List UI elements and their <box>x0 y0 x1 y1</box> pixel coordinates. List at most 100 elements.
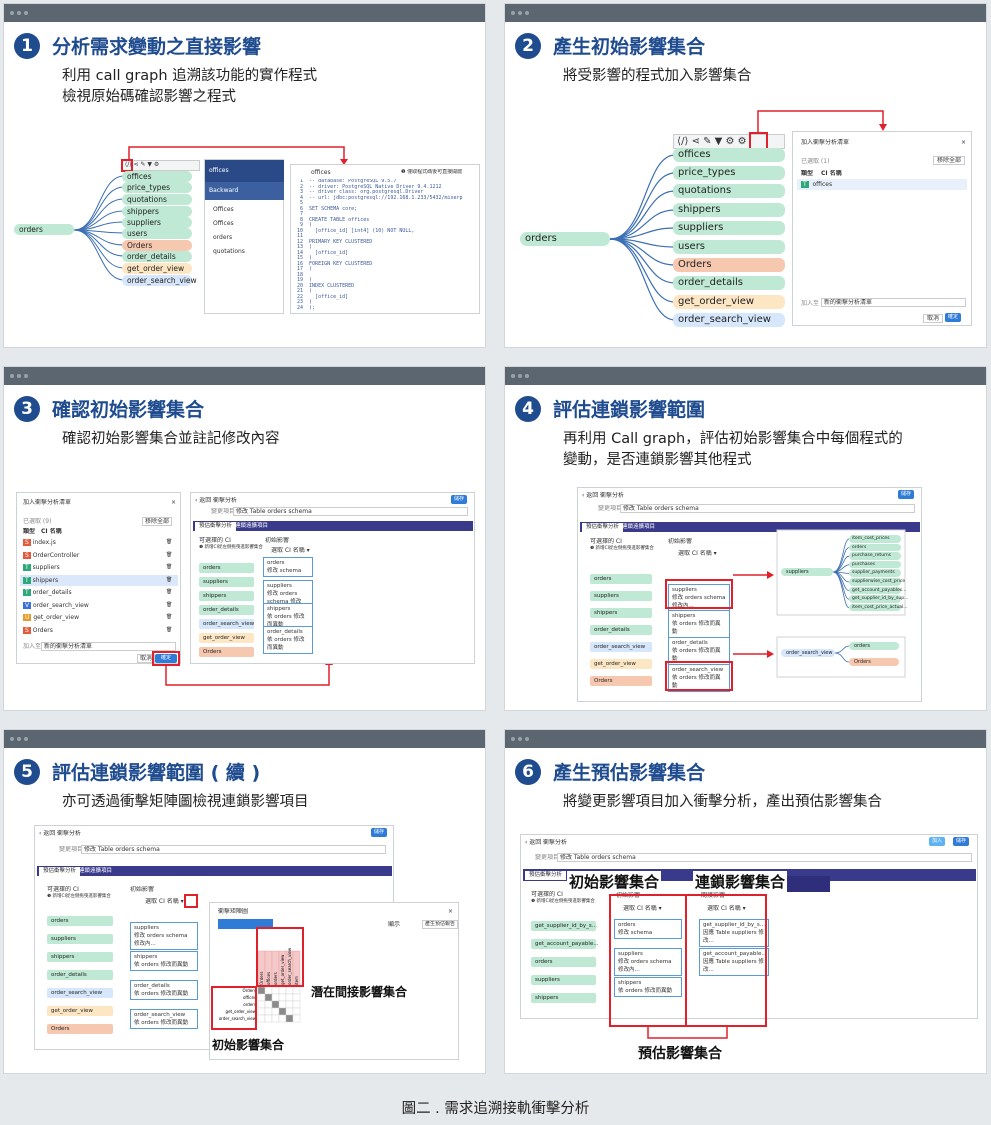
candidate-ci[interactable]: order_search_view <box>47 988 113 998</box>
dependency-row[interactable]: quotations <box>213 248 245 255</box>
name-input[interactable]: 修改 Table orders schema <box>620 504 915 513</box>
back-link[interactable]: ‹ 返回 <box>195 497 212 504</box>
candidate-ci[interactable]: shippers <box>199 591 254 601</box>
candidate-ci[interactable]: order_search_view <box>199 619 254 629</box>
sort-select[interactable]: 選取 CI 名稱 ▾ <box>145 898 184 905</box>
callgraph-node[interactable]: price_types <box>122 182 192 193</box>
selected-row[interactable]: T suppliers🗑 <box>20 562 178 573</box>
callgraph-node[interactable]: shippers <box>122 206 192 217</box>
chain-card[interactable]: get_account_payable...因應 Table suppliers… <box>699 948 769 976</box>
matrix-toolbar[interactable] <box>218 919 273 929</box>
chain-root[interactable]: order_search_view <box>781 649 835 657</box>
trash-icon[interactable]: 🗑 <box>166 601 173 608</box>
callgraph-node[interactable]: offices <box>673 148 785 162</box>
backward-tab[interactable]: Backward <box>205 182 284 200</box>
callgraph-node[interactable]: Orders <box>122 240 192 251</box>
callgraph-node[interactable]: shippers <box>673 203 785 217</box>
callgraph-node[interactable]: offices <box>122 171 192 182</box>
close-icon[interactable]: × <box>171 499 177 506</box>
candidate-ci[interactable]: Orders <box>590 676 652 686</box>
selected-row[interactable]: V order_search_view🗑 <box>20 600 178 611</box>
selected-row[interactable]: S index.js🗑 <box>20 537 178 548</box>
name-input[interactable]: 修改 Table orders schema <box>557 853 972 862</box>
candidate-ci[interactable]: Orders <box>199 647 254 657</box>
candidate-ci[interactable]: get_order_view <box>590 659 652 669</box>
callgraph-node[interactable]: suppliers <box>122 217 192 228</box>
trash-icon[interactable]: 🗑 <box>166 626 173 633</box>
cancel-button[interactable]: 取消 <box>923 314 944 323</box>
candidate-ci[interactable]: get_account_payable... <box>531 939 599 949</box>
trash-icon[interactable]: 🗑 <box>166 614 173 620</box>
selected-row[interactable]: T order_details🗑 <box>20 587 178 598</box>
candidate-ci[interactable]: orders <box>590 574 652 584</box>
candidate-ci[interactable]: order_details <box>199 605 254 615</box>
candidate-ci[interactable]: shippers <box>531 993 596 1003</box>
confirm-button[interactable]: 確定 <box>945 313 962 322</box>
cancel-button[interactable]: 取消 <box>137 654 156 663</box>
candidate-ci[interactable]: suppliers <box>590 591 652 601</box>
candidate-ci[interactable]: orders <box>531 957 596 967</box>
dependency-row[interactable]: Offices <box>213 220 234 227</box>
tab-chain[interactable]: 連鎖遠擴項目 <box>79 868 113 874</box>
trash-icon[interactable]: 🗑 <box>166 564 173 570</box>
callgraph-node[interactable]: get_order_view <box>122 263 192 274</box>
selected-row[interactable]: S Orders🗑 <box>20 625 178 636</box>
confirm-button[interactable]: 確定 <box>155 654 177 663</box>
chain-node[interactable]: item_cost_prices <box>849 535 901 543</box>
sort-select[interactable]: 選取 CI 名稱 ▾ <box>271 547 310 554</box>
callgraph-node[interactable]: quotations <box>122 194 192 205</box>
remove-all-button[interactable]: 移除全部 <box>933 156 966 165</box>
tab-chain[interactable]: 連鎖遠擴項目 <box>622 524 656 530</box>
chain-node[interactable]: item_cost_price_actual... <box>849 603 908 612</box>
chain-node[interactable]: supplierwise_cost_price <box>849 578 905 586</box>
candidate-ci[interactable]: Orders <box>47 1024 113 1034</box>
tab-estimate[interactable]: 預估衝擊分析 <box>582 523 624 532</box>
sort-select[interactable]: 選取 CI 名稱 ▾ <box>678 550 717 557</box>
callgraph-root[interactable]: orders <box>14 224 74 235</box>
chain-node[interactable]: purchases <box>849 560 901 569</box>
chain-node[interactable]: purchase_returns <box>849 552 901 560</box>
report-button[interactable]: 產生預估報告 <box>422 920 459 929</box>
trash-icon[interactable]: 🗑 <box>166 576 173 583</box>
save-button[interactable]: 儲存 <box>898 490 915 499</box>
add-to-select[interactable]: 新的衝擊分析清單 <box>41 642 176 651</box>
callgraph-node[interactable]: quotations <box>673 184 785 198</box>
candidate-ci[interactable]: order_details <box>47 970 113 980</box>
selected-row[interactable]: U get_order_view🗑 <box>20 612 178 623</box>
remove-all-button[interactable]: 移除全部 <box>142 517 173 526</box>
close-icon[interactable]: × <box>961 139 967 146</box>
trash-icon[interactable]: 🗑 <box>166 589 173 595</box>
callgraph-node[interactable]: order_details <box>673 276 785 290</box>
selected-row[interactable]: T shippers🗑 <box>20 574 178 586</box>
sort-select[interactable]: 選取 CI 名稱 ▾ <box>707 905 746 912</box>
trash-icon[interactable]: 🗑 <box>166 539 173 545</box>
candidate-ci[interactable]: shippers <box>47 952 113 962</box>
chain-node[interactable]: Orders <box>849 658 899 666</box>
chain-root[interactable]: suppliers <box>781 568 833 576</box>
candidate-ci[interactable]: orders <box>199 563 254 573</box>
tab-chain[interactable]: 連鎖遠擴項目 <box>235 523 269 529</box>
add-to-select[interactable]: 新的衝擊分析清單 <box>821 298 966 307</box>
callgraph-node[interactable]: price_types <box>673 166 785 180</box>
candidate-ci[interactable]: order_search_view <box>590 642 652 652</box>
graph-toolbar[interactable]: ⟨/⟩ ⋖ ✎ ▼ ⚙ <box>122 160 200 171</box>
back-link[interactable]: ‹ 返回 <box>525 839 542 846</box>
candidate-ci[interactable]: suppliers <box>199 577 254 587</box>
chain-node[interactable]: orders <box>849 642 899 650</box>
selected-row[interactable]: T offices <box>797 179 967 190</box>
callgraph-node[interactable]: users <box>673 240 785 254</box>
callgraph-node[interactable]: suppliers <box>673 221 785 235</box>
sort-select[interactable]: 選取 CI 名稱 ▾ <box>623 905 662 912</box>
tab-estimate[interactable]: 預估衝擊分析 <box>39 867 81 876</box>
callgraph-node[interactable]: order_search_view <box>673 313 785 327</box>
candidate-ci[interactable]: order_details <box>590 625 652 635</box>
callgraph-node[interactable]: order_search_view <box>122 275 197 286</box>
